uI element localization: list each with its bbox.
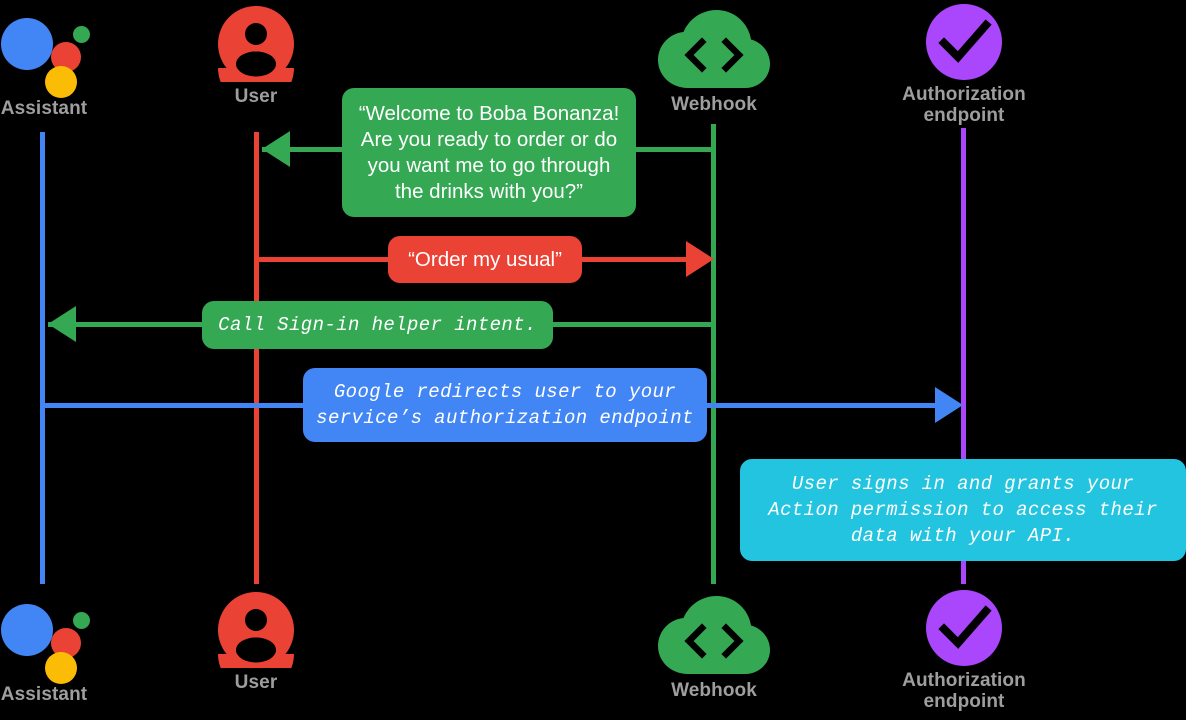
purple-checkmark-icon (926, 4, 1002, 80)
actor-label-user: User (234, 86, 278, 107)
actor-label-user: User (234, 672, 278, 693)
arrow-head-order (686, 241, 714, 277)
actor-assistant-bottom: Assistant (0, 596, 90, 705)
actor-label-assistant: Assistant (0, 98, 88, 119)
actor-webhook-top: Webhook (636, 10, 792, 115)
actor-label-assistant: Assistant (0, 684, 88, 705)
arrow-head-signin-helper (48, 306, 76, 342)
actor-assistant-top: Assistant (0, 10, 90, 119)
message-bubble-order: “Order my usual” (388, 236, 582, 283)
arrow-head-welcome (262, 131, 290, 167)
message-bubble-welcome: “Welcome to Boba Bonanza! Are you ready … (342, 88, 636, 217)
actor-authorization-top: Authorization endpoint (886, 4, 1042, 126)
message-bubble-user-signs-in: User signs in and grants your Action per… (740, 459, 1186, 561)
actor-user-top: User (178, 6, 334, 107)
user-avatar-icon (218, 592, 294, 692)
message-bubble-signin-helper: Call Sign-in helper intent. (202, 301, 553, 349)
actor-authorization-bottom: Authorization endpoint (886, 590, 1042, 712)
purple-checkmark-icon (926, 590, 1002, 666)
user-avatar-icon (218, 6, 294, 106)
google-assistant-logo-icon (1, 10, 90, 98)
actor-label-webhook: Webhook (671, 94, 757, 115)
lifeline-user (254, 132, 259, 584)
actor-webhook-bottom: Webhook (636, 596, 792, 701)
lifeline-webhook (711, 124, 716, 584)
message-bubble-google-redirect: Google redirects user to your service’s … (303, 368, 707, 442)
actor-label-authorization: Authorization endpoint (902, 670, 1026, 712)
cloud-code-icon (658, 596, 770, 676)
google-assistant-logo-icon (1, 596, 90, 684)
actor-user-bottom: User (178, 592, 334, 693)
actor-label-webhook: Webhook (671, 680, 757, 701)
actor-label-authorization: Authorization endpoint (902, 84, 1026, 126)
arrow-head-google-redirect (935, 387, 963, 423)
lifeline-assistant (40, 132, 45, 584)
lifeline-authorization (961, 128, 966, 584)
cloud-code-icon (658, 10, 770, 90)
